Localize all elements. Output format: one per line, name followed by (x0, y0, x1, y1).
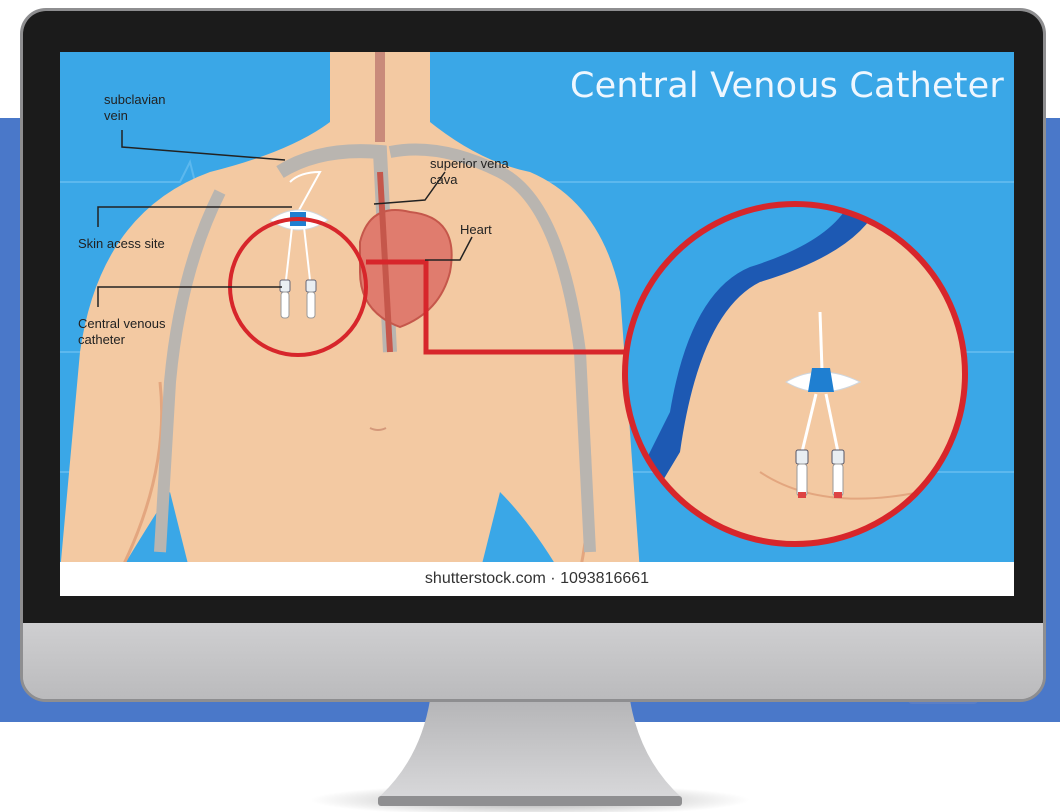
watermark-bar: shutterstock.com · 1093816661 (60, 562, 1014, 596)
label-heart: Heart (460, 222, 492, 238)
leader-subclavian (122, 130, 285, 160)
label-central-venous-catheter: Central venous catheter (78, 316, 165, 348)
watermark-text: shutterstock.com · 1093816661 (60, 570, 1014, 588)
label-subclavian-vein: subclavian vein (104, 92, 165, 124)
catheter-illustration (60, 52, 1014, 596)
torso (60, 52, 640, 572)
diagram-title: Central Venous Catheter (510, 66, 1004, 106)
monitor-chin (23, 623, 1043, 702)
label-superior-vena-cava: superior vena cava (430, 156, 509, 188)
monitor-screen: Central Venous Catheter subclavian vein … (60, 52, 1014, 596)
label-skin-access-site: Skin acess site (78, 236, 165, 252)
